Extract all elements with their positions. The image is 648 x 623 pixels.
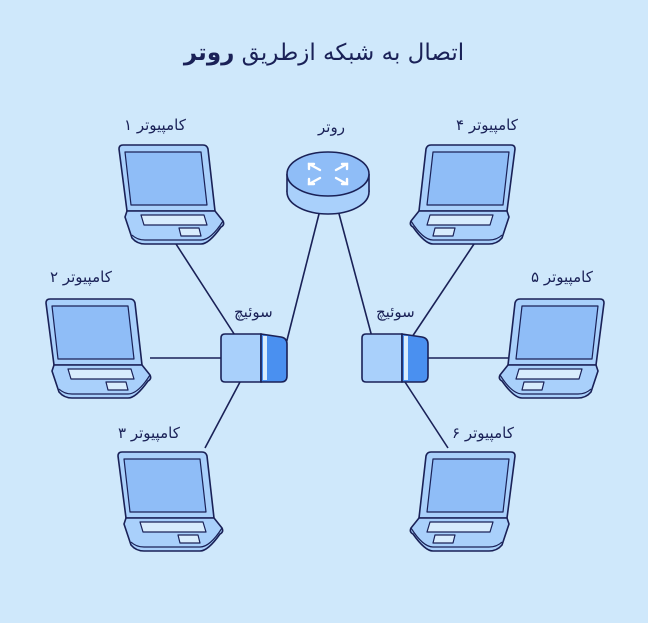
computer-2-label: کامپیوتر ۲ [50,268,112,286]
switch-right-label: سوئیچ [376,303,415,321]
link-switch-right-computer-4 [409,243,475,341]
laptop-icon [45,298,152,399]
switch-icon [361,333,429,383]
computer-1-label: کامپیوتر ۱ [124,116,186,134]
link-router-switch-left [283,209,321,353]
laptop-icon [409,144,516,245]
title-main: اتصال به شبکه ازطریق [241,40,465,66]
router-icon [286,151,370,215]
link-switch-right-computer-6 [404,381,449,449]
laptop-icon [117,451,224,552]
computer-6-label: کامپیوتر ۶ [452,424,514,442]
computer-4-label: کامپیوتر ۴ [456,116,518,134]
link-switch-left-computer-3 [204,381,241,449]
link-router-switch-right [337,209,377,353]
computer-3-label: کامپیوتر ۳ [118,424,180,442]
link-switch-left-computer-1 [175,243,239,341]
laptop-icon [409,451,516,552]
switch-icon [220,333,288,383]
laptop-icon [118,144,225,245]
switch-left-label: سوئیچ [234,303,273,321]
diagram-title: اتصال به شبکه ازطریق روتر [0,40,648,66]
title-emphasis: روتر [183,40,235,66]
computer-5-label: کامپیوتر ۵ [531,268,593,286]
router-label: روتر [318,118,345,136]
laptop-icon [498,298,605,399]
connection-lines [150,209,510,449]
